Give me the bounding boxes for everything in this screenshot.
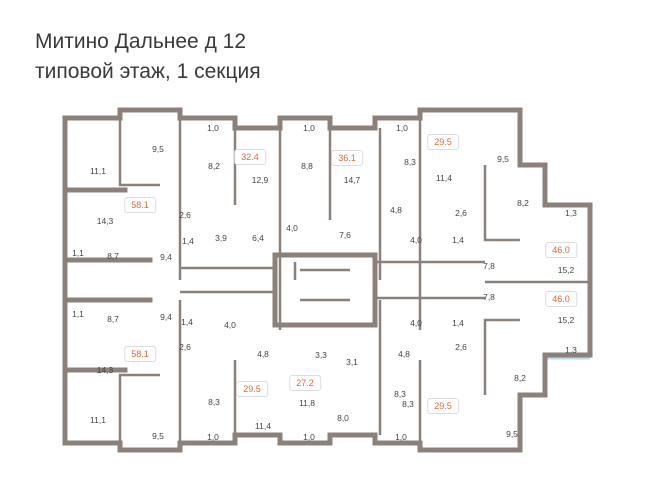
room-area: 4,0 [410, 318, 422, 328]
room-area: 3,9 [215, 233, 227, 243]
room-area: 9,5 [152, 144, 164, 154]
windows [63, 108, 590, 452]
room-area: 3,3 [315, 350, 327, 360]
room-area: 1,1 [72, 248, 84, 258]
room-area: 7,8 [483, 261, 495, 271]
room-area: 9,4 [160, 252, 172, 262]
room-area: 1,0 [396, 123, 408, 133]
room-area: 8,7 [107, 314, 119, 324]
room-area: 1,0 [303, 123, 315, 133]
room-area: 7,8 [483, 292, 495, 302]
room-area: 8,3 [404, 157, 416, 167]
room-area: 1,0 [395, 432, 407, 442]
room-area: 14,3 [96, 216, 114, 226]
room-area: 2,6 [455, 342, 467, 352]
apartment-area-badge[interactable]: 58.1 [124, 197, 156, 213]
apartment-area-badge[interactable]: 36.1 [331, 150, 363, 166]
apartment-area-badge[interactable]: 58.1 [124, 346, 156, 362]
room-area: 2,6 [179, 342, 191, 352]
room-area: 4,0 [410, 235, 422, 245]
room-area: 11,1 [90, 166, 106, 176]
room-area: 11,4 [436, 173, 452, 183]
room-area: 3,1 [346, 357, 358, 367]
apartment-area-badge[interactable]: 29.5 [427, 134, 459, 150]
room-area: 4,8 [390, 205, 402, 215]
room-area: 9,5 [506, 429, 518, 439]
room-area: 1,3 [565, 208, 577, 218]
page-title: Митино Дальнее д 12 [35, 30, 247, 53]
apartment-area-badge[interactable]: 29.5 [236, 381, 268, 397]
room-area: 8,3 [208, 397, 220, 407]
room-area: 1,1 [72, 309, 84, 319]
room-area: 8,2 [208, 161, 220, 171]
room-area: 2,6 [455, 208, 467, 218]
apartment-area-badge[interactable]: 46.0 [545, 242, 577, 258]
room-area: 14,3 [96, 365, 114, 375]
walls [62, 107, 593, 453]
room-area: 6,4 [252, 233, 264, 243]
room-area: 1,4 [452, 235, 464, 245]
room-area: 11,1 [90, 415, 106, 425]
apartment-area-badge[interactable]: 29.5 [427, 398, 459, 414]
room-area: 2,6 [179, 210, 191, 220]
room-area: 4,0 [286, 223, 298, 233]
page-subtitle: типовой этаж, 1 секция [35, 60, 261, 83]
room-area: 1,4 [181, 317, 193, 327]
apartment-area-badge[interactable]: 27.2 [289, 375, 321, 391]
room-area: 15,2 [557, 315, 575, 325]
room-area: 1,0 [207, 432, 219, 442]
room-area: 4,8 [398, 349, 410, 359]
room-area: 8,2 [514, 373, 526, 383]
room-area: 15,2 [557, 265, 575, 275]
room-area: 14,7 [343, 175, 361, 185]
room-area: 7,6 [339, 230, 351, 240]
apartment-area-badge[interactable]: 46.0 [545, 291, 577, 307]
room-area: 1,3 [565, 345, 577, 355]
room-area: 8,7 [107, 251, 119, 261]
room-area: 12,9 [251, 175, 269, 185]
room-area: 1,4 [452, 318, 464, 328]
room-area: 9,5 [152, 431, 164, 441]
room-area: 8,8 [301, 161, 313, 171]
room-area: 1,0 [303, 432, 315, 442]
room-area: 1,0 [207, 123, 219, 133]
room-area: 8,2 [517, 198, 529, 208]
room-area: 8,3 [402, 399, 414, 409]
room-area: 11,4 [255, 421, 271, 431]
room-area: 11,8 [299, 398, 315, 408]
room-area: 4,0 [224, 320, 236, 330]
room-area: 8,3 [394, 389, 406, 399]
room-area: 9,5 [497, 154, 509, 164]
room-area: 9,4 [160, 312, 172, 322]
room-area: 1,4 [182, 236, 194, 246]
room-area: 4,8 [257, 349, 269, 359]
room-area: 8,0 [337, 413, 349, 423]
apartment-area-badge[interactable]: 32.4 [234, 149, 266, 165]
